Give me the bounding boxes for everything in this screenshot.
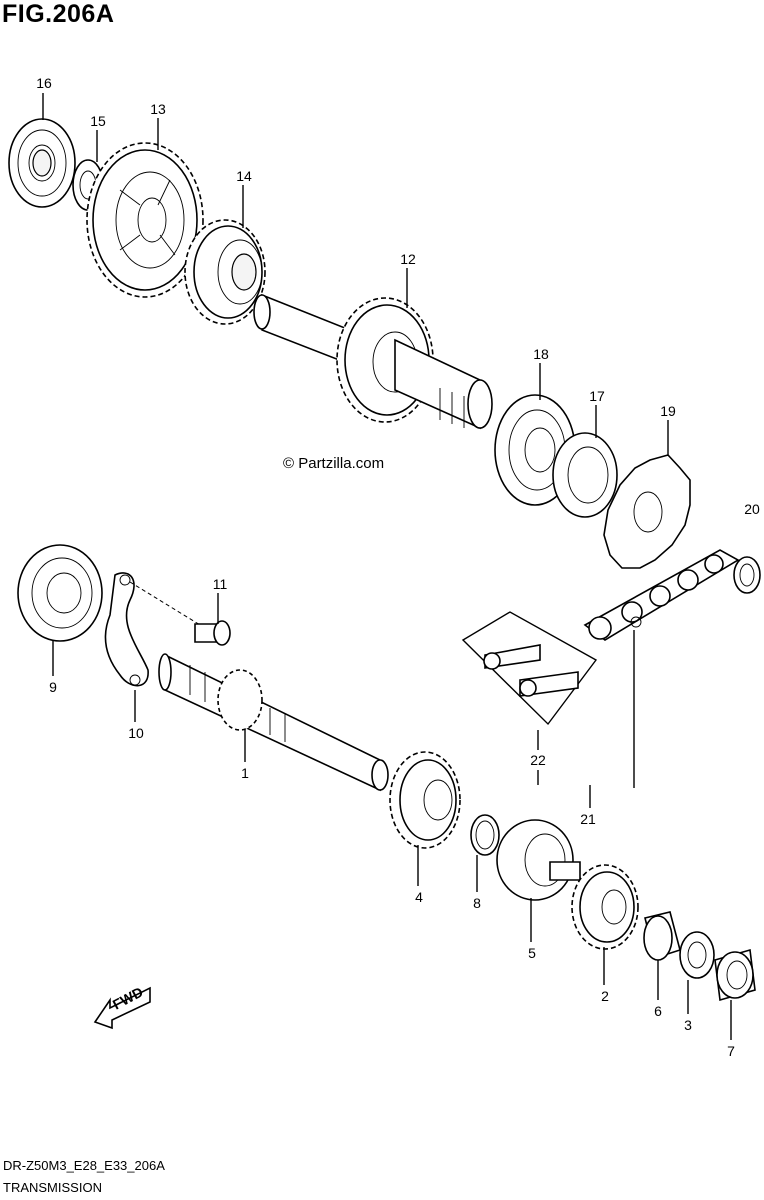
callout-13: 13 xyxy=(150,101,166,117)
gear-2 xyxy=(571,864,639,950)
clip-20 xyxy=(733,556,761,594)
fwd-arrow-icon: FWD xyxy=(93,984,151,1030)
shaft-12 xyxy=(253,293,493,430)
callout-6: 6 xyxy=(654,1003,662,1019)
washer-3 xyxy=(679,931,715,979)
needle-bearing-7 xyxy=(714,948,756,1002)
callout-11: 11 xyxy=(213,576,228,592)
callout-9: 9 xyxy=(49,679,57,695)
figure-title: FIG.206A xyxy=(2,0,115,28)
callout-12: 12 xyxy=(400,251,416,267)
callout-15: 15 xyxy=(90,113,106,129)
gear-5 xyxy=(496,819,581,901)
circlip-8 xyxy=(470,814,500,856)
sprocket-19 xyxy=(603,454,691,569)
gear-4 xyxy=(389,751,461,849)
callout-17: 17 xyxy=(589,388,605,404)
screw-11 xyxy=(129,581,231,646)
bearing-9 xyxy=(17,544,103,642)
callout-20: 20 xyxy=(744,501,760,517)
master-link-22 xyxy=(461,611,598,726)
callout-22: 22 xyxy=(530,752,546,768)
callout-21: 21 xyxy=(580,811,596,827)
callout-labels: 16 15 13 14 12 18 17 19 20 21 22 11 9 10… xyxy=(36,75,760,1059)
callout-8: 8 xyxy=(473,895,481,911)
callout-10: 10 xyxy=(128,725,144,741)
callout-1: 1 xyxy=(241,765,249,781)
callout-7: 7 xyxy=(727,1043,735,1059)
leader-lines xyxy=(42,93,732,1040)
diagram-code: DR-Z50M3_E28_E33_206A xyxy=(3,1158,165,1173)
callout-5: 5 xyxy=(528,945,536,961)
callout-18: 18 xyxy=(533,346,549,362)
chain-21 xyxy=(583,549,740,641)
callout-2: 2 xyxy=(601,988,609,1004)
section-title: TRANSMISSION xyxy=(3,1180,102,1195)
gear-14 xyxy=(184,219,266,325)
callout-14: 14 xyxy=(236,168,252,184)
watermark-text: © Partzilla.com xyxy=(283,455,385,472)
callout-16: 16 xyxy=(36,75,52,91)
retainer-10 xyxy=(104,572,149,687)
callout-3: 3 xyxy=(684,1017,692,1033)
callout-4: 4 xyxy=(415,889,423,905)
collar-17 xyxy=(552,432,618,518)
bearing-16 xyxy=(8,118,76,208)
gear-13 xyxy=(86,142,204,298)
bushing-6 xyxy=(643,911,681,961)
callout-19: 19 xyxy=(660,403,676,419)
shaft-1 xyxy=(158,653,389,792)
